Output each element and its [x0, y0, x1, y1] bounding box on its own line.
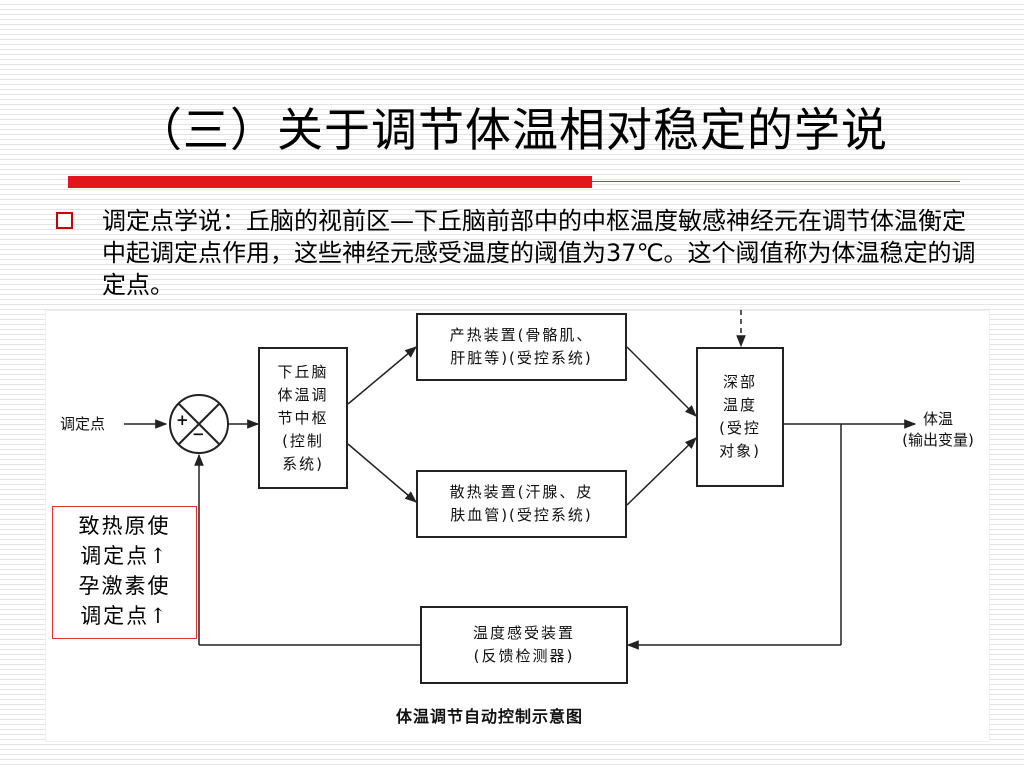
arrow-heat-production-to-deep-temp [626, 346, 697, 417]
title-underline-red [68, 176, 592, 188]
arrow-heat-dissipation-to-deep-temp [626, 437, 697, 506]
node-deep-temperature: 深部 温度 (受控 对象) [696, 347, 784, 487]
node-heat-dissipation: 散热装置(汗腺、皮 肤血管)(受控系统) [416, 470, 627, 538]
slide-title: （三）关于调节体温相对稳定的学说 [136, 103, 888, 157]
node-heat-production: 产热装置(骨骼肌、 肝脏等)(受控系统) [416, 313, 627, 381]
bullet-square-icon [56, 212, 73, 229]
output-label: 体温 (输出变量) [902, 410, 974, 449]
arrow-hypothalamus-to-heat-dissipation [347, 443, 417, 503]
node-hypothalamus: 下丘脑 体温调 节中枢 (控制 系统) [258, 347, 348, 489]
title-underline-thin [592, 181, 960, 182]
arrow-hypothalamus-to-heat-production [347, 346, 417, 405]
minus-sign: − [192, 425, 205, 443]
setpoint-label: 调定点 [60, 415, 106, 433]
plus-sign: + [176, 411, 189, 429]
note-box: 致热原使 调定点↑ 孕激素使 调定点↑ [52, 506, 197, 639]
node-sensor: 温度感受装置 (反馈检测器) [420, 606, 628, 684]
body-text: 调定点学说：丘脑的视前区—下丘脑前部中的中枢温度敏感神经元在调节体温衡定中起调定… [102, 207, 976, 299]
diagram-caption: 体温调节自动控制示意图 [396, 707, 584, 726]
